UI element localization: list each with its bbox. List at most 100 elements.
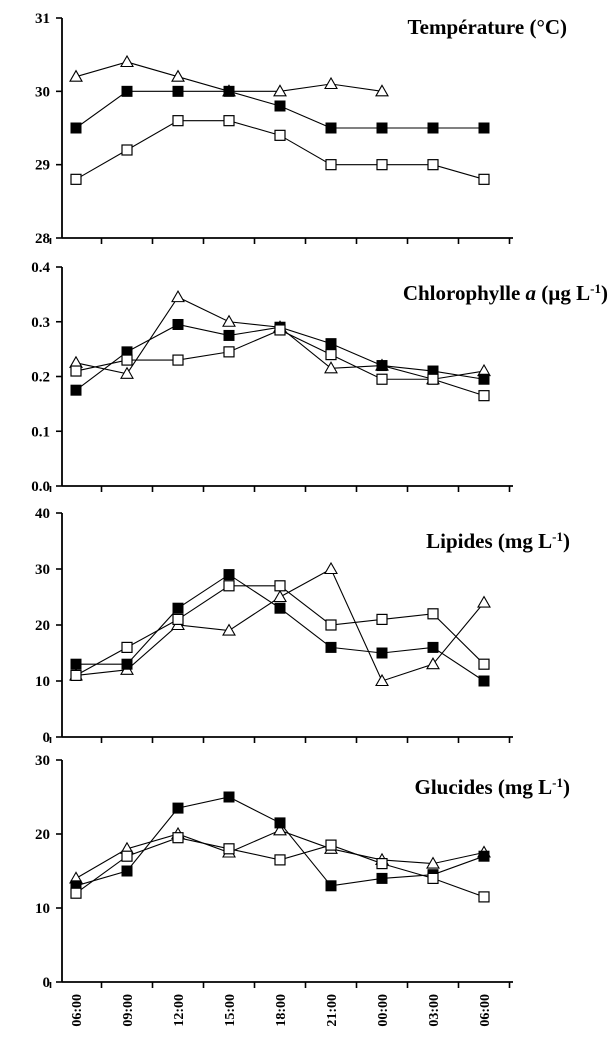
data-point-open-square [427,159,439,171]
series-triangle-open [69,561,491,687]
y-tick-label: 0.4 [31,260,50,276]
data-point-open-square [172,613,184,626]
data-point-filled-square [70,122,82,134]
y-tick-label: 0.2 [31,370,50,386]
data-point-open-square [376,373,388,385]
y-tick-label: 0 [43,975,51,991]
x-tick-label: 09:00 [121,994,136,1027]
x-tick-label: 03:00 [427,994,442,1027]
series-square-open [70,324,490,402]
data-point-triangle [171,290,185,303]
data-point-open-square [478,891,490,903]
data-point-open-square [478,173,490,185]
data-point-filled-square [325,338,337,350]
y-tick-label: 40 [35,506,50,522]
data-point-filled-square [376,872,388,884]
y-tick-label: 0.1 [31,424,50,440]
data-point-open-square [427,373,439,385]
data-point-open-square [376,613,388,626]
data-point-open-square [121,354,133,366]
data-point-filled-square [325,122,337,134]
data-point-filled-square [427,122,439,134]
y-tick-label: 30 [35,562,50,578]
data-point-triangle [324,76,338,90]
data-point-open-square [427,872,439,885]
data-point-open-square [223,580,235,592]
data-point-open-square [274,854,286,866]
data-point-triangle [120,366,134,379]
data-point-triangle [324,561,338,575]
data-point-open-square [274,324,286,336]
data-point-filled-square [274,602,286,614]
data-point-triangle [426,657,440,670]
y-tick-label: 30 [35,753,50,769]
data-point-filled-square [121,658,133,670]
data-point-triangle [273,589,287,603]
data-point-triangle [375,673,389,687]
data-point-filled-square [376,647,388,659]
series-line [75,837,485,898]
data-point-open-square [376,857,388,870]
y-tick-label: 31 [35,11,50,27]
y-tick-label: 0.0 [31,479,50,495]
data-point-filled-square [223,569,235,581]
panel-title: Lipides (mg L-1) [426,529,570,554]
y-tick-label: 0 [43,730,51,746]
data-point-triangle [222,623,236,636]
data-point-open-square [172,354,184,366]
data-point-filled-square [478,373,490,385]
data-point-filled-square [172,602,184,614]
data-point-filled-square [325,641,337,653]
x-tick-label: 06:00 [70,994,85,1027]
y-tick-label: 10 [35,674,50,690]
data-point-open-square [274,129,286,141]
data-point-filled-square [376,360,388,372]
x-tick-label: 06:00 [478,994,493,1027]
data-point-open-square [121,144,133,156]
y-tick-label: 28 [35,231,50,247]
data-point-triangle [69,69,83,82]
data-point-open-square [172,115,184,127]
series-square-open [70,580,490,682]
data-point-open-square [70,365,82,377]
y-tick-label: 0.3 [31,315,50,331]
data-point-open-square [172,832,184,844]
x-tick-label: 00:00 [376,994,391,1027]
data-point-open-square [223,346,235,358]
data-point-triangle [273,823,287,836]
data-point-filled-square [121,85,133,97]
data-point-open-square [121,850,133,862]
y-tick-label: 20 [35,827,50,843]
x-tick-label: 21:00 [325,994,340,1027]
data-point-triangle [120,54,134,68]
data-point-open-square [478,658,490,670]
data-point-filled-square [223,85,235,97]
data-point-open-square [70,669,82,682]
data-point-filled-square [478,850,490,862]
panel-title: Température (°C) [408,15,567,39]
data-point-open-square [274,580,286,592]
data-point-triangle [324,361,338,374]
data-point-filled-square [70,658,82,670]
y-tick-label: 30 [35,84,50,100]
data-point-filled-square [478,675,490,687]
data-point-triangle [375,84,389,97]
data-point-open-square [325,839,337,851]
data-point-open-square [223,843,235,855]
series-line [75,296,485,380]
data-point-filled-square [376,122,388,134]
data-point-open-square [478,390,490,402]
data-point-filled-square [427,641,439,653]
data-point-filled-square [172,802,184,814]
data-point-open-square [427,608,439,620]
x-tick-label: 12:00 [172,994,187,1027]
panel-title: Chlorophylle a (µg L-1) [403,281,608,306]
series-square-filled [70,569,490,687]
y-tick-label: 20 [35,618,50,634]
series-square-open [70,832,490,903]
